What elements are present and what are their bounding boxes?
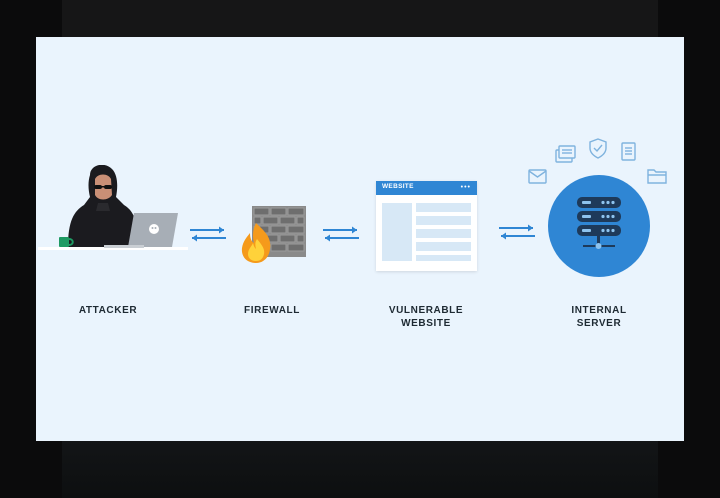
attacker-label: ATTACKER (78, 305, 138, 316)
diagram-panel: ATTACKER FIREWALL (36, 37, 684, 441)
browser-row (416, 229, 471, 238)
document-icon (621, 142, 636, 161)
shield-icon (589, 138, 607, 159)
browser-title-bar: WEBSITE ••• (376, 181, 477, 195)
website-label-line1: VULNERABLE (388, 305, 464, 316)
floating-data-icons (528, 138, 667, 184)
browser-row (416, 255, 471, 261)
browser-title: WEBSITE (382, 183, 414, 190)
firewall-node (238, 205, 308, 265)
browser-row (416, 242, 471, 251)
browser-window-icon: WEBSITE ••• (376, 181, 477, 271)
browser-row (416, 216, 471, 225)
attacker-node (38, 165, 188, 255)
folder-icon (647, 169, 667, 184)
server-label-line2: SERVER (576, 318, 622, 329)
server-label: INTERNAL SERVER (549, 304, 649, 330)
firewall-label: FIREWALL (244, 305, 300, 316)
website-label: VULNERABLE WEBSITE (376, 304, 476, 330)
mail-icon (528, 169, 547, 184)
server-label-line1: INTERNAL (571, 305, 627, 316)
background-bottom (62, 440, 658, 498)
browser-sidebar-block (382, 203, 412, 261)
fire-icon (241, 223, 271, 263)
desk (38, 247, 188, 250)
bidirectional-arrow-2 (323, 226, 359, 242)
browser-dots-icon: ••• (460, 184, 471, 191)
server-icon (548, 175, 650, 277)
laptop-icon (104, 213, 178, 248)
database-icon (555, 145, 576, 163)
bidirectional-arrow-3 (499, 224, 535, 240)
website-label-line2: WEBSITE (401, 318, 451, 329)
background-top (62, 0, 658, 38)
hacker-icon (68, 165, 138, 247)
bidirectional-arrow-1 (190, 226, 226, 242)
attacker-illustration (38, 165, 188, 250)
browser-row (416, 203, 471, 212)
mug-icon (59, 237, 74, 247)
